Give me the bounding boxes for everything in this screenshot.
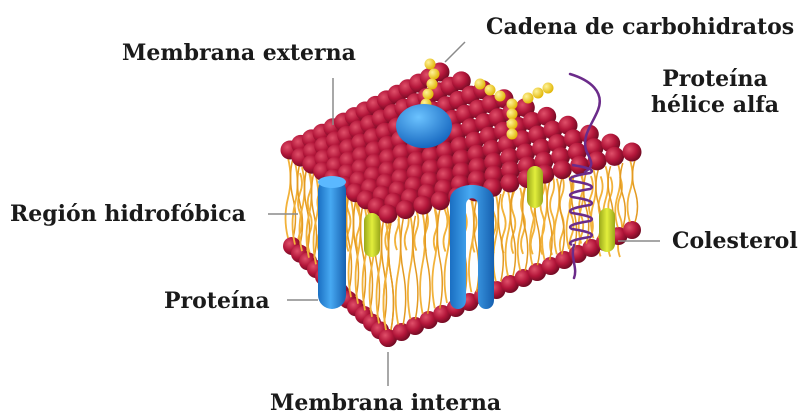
sugar-unit xyxy=(507,109,518,120)
lipid-tail xyxy=(511,191,516,276)
sugar-unit xyxy=(543,83,554,94)
label-outer-membrane: Membrana externa xyxy=(122,40,356,66)
phospholipid-head xyxy=(501,174,520,193)
phospholipid-head xyxy=(623,143,642,162)
phospholipid-head xyxy=(431,191,450,210)
sugar-unit xyxy=(429,69,440,80)
cholesterol-molecule xyxy=(599,208,615,252)
sugar-unit xyxy=(507,129,518,140)
lipid-tail xyxy=(396,219,401,325)
lipid-tail xyxy=(554,179,559,255)
phospholipid-head xyxy=(413,196,432,215)
cholesterol-molecule xyxy=(527,166,543,208)
lipid-tail xyxy=(633,160,638,222)
lipid-tail xyxy=(432,210,437,309)
sugar-unit xyxy=(507,99,518,110)
sugar-unit xyxy=(495,91,506,102)
label-carbohydrate-chain: Cadena de carbohidratos xyxy=(486,14,794,40)
cholesterol-molecule xyxy=(364,213,380,257)
leader-carb xyxy=(445,42,465,62)
label-inner-membrane: Membrana interna xyxy=(270,390,501,416)
sugar-unit xyxy=(475,79,486,90)
lipid-tail xyxy=(293,163,298,245)
phospholipid-head xyxy=(553,160,572,179)
label-alpha-helix-protein: Proteína hélice alfa xyxy=(640,66,790,118)
sugar-unit xyxy=(425,59,436,70)
phospholipid-head xyxy=(396,200,415,219)
lipid-tail xyxy=(518,188,523,271)
sugar-unit xyxy=(533,88,544,99)
label-protein: Proteína xyxy=(164,288,270,314)
lipid-tail xyxy=(437,210,442,309)
lipid-tail xyxy=(286,158,291,238)
lipid-tail xyxy=(493,194,498,281)
lipid-tail xyxy=(523,188,528,271)
phospholipid-head xyxy=(623,221,641,239)
phospholipid-head xyxy=(605,147,624,166)
sugar-unit xyxy=(423,89,434,100)
label-alpha-helix-line2: hélice alfa xyxy=(640,92,790,118)
lipid-tail xyxy=(506,191,511,276)
lipid-tail xyxy=(408,216,413,319)
phospholipid-head xyxy=(379,205,398,224)
lipid-tail xyxy=(420,213,425,314)
label-cholesterol: Colesterol xyxy=(672,228,798,254)
sugar-unit xyxy=(485,85,496,96)
sugar-unit xyxy=(523,93,534,104)
sugar-unit xyxy=(507,119,518,130)
lipid-tail xyxy=(389,222,394,330)
transmembrane-protein-left xyxy=(318,176,346,309)
lipid-tail xyxy=(628,160,633,222)
label-alpha-helix-line1: Proteína xyxy=(640,66,790,92)
peripheral-protein xyxy=(396,104,452,148)
label-hydrophobic-region: Región hidrofóbica xyxy=(10,201,246,227)
sugar-unit xyxy=(427,79,438,90)
